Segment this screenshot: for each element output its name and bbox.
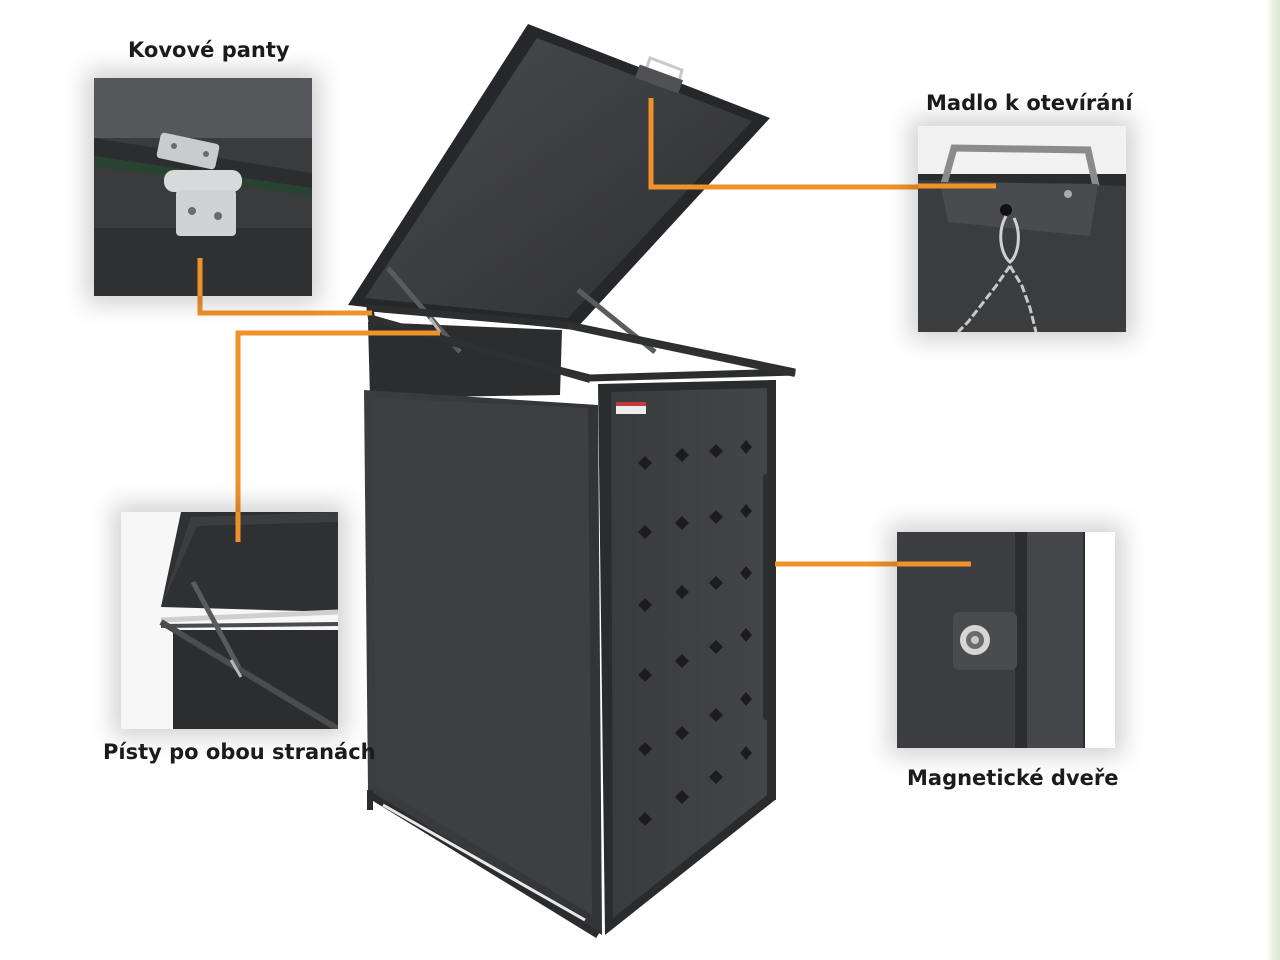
callout-label-handle: Madlo k otevírání (926, 91, 1133, 115)
hinge-inset (94, 78, 312, 296)
callout-label-pistons: Písty po obou stranách (103, 740, 376, 764)
base-frame (367, 790, 600, 938)
callout-label-hinges: Kovové panty (128, 38, 290, 62)
magnetic-door-inset (897, 532, 1115, 748)
door-perforations (638, 440, 752, 826)
pistons-inset (121, 512, 338, 729)
front-door (598, 380, 775, 935)
callout-label-door: Magnetické dveře (907, 766, 1119, 790)
handle-inset (918, 126, 1126, 332)
background-edge (1266, 0, 1280, 960)
lid (348, 24, 770, 330)
